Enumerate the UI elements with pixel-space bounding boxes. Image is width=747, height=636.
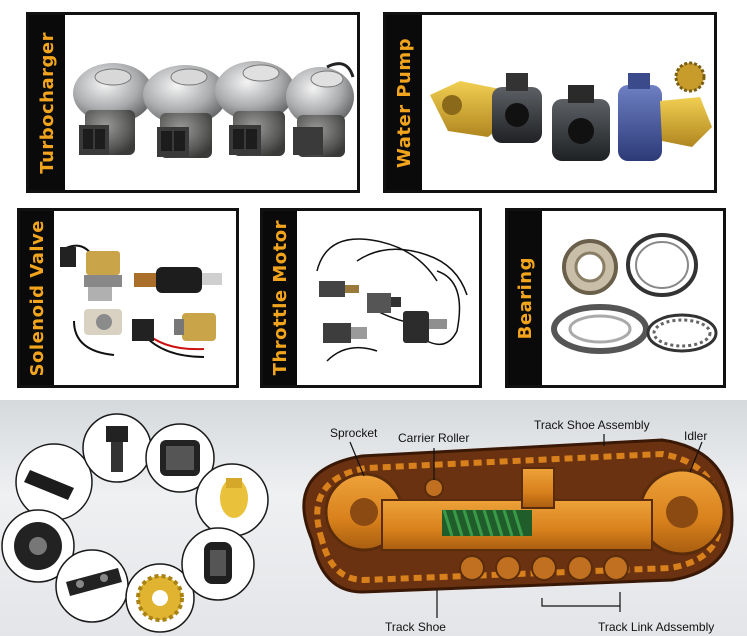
bearing-ball-ring	[646, 313, 718, 353]
part-track-roller[interactable]	[181, 527, 255, 601]
undercarriage-banner: Sprocket Carrier Roller Track Shoe Assem…	[0, 400, 747, 636]
part-sprocket-segment[interactable]	[145, 423, 215, 493]
solenoid-valve-label: Solenoid Valve	[26, 219, 48, 377]
solenoid-4	[132, 313, 216, 358]
turbocharger-image	[65, 15, 357, 190]
idler-wheel	[638, 468, 726, 556]
undercarriage-diagram: Sprocket Carrier Roller Track Shoe Assem…	[272, 400, 747, 636]
solenoid-1	[60, 244, 122, 301]
callout-sprocket: Sprocket	[330, 426, 378, 440]
solenoid-valve-label-box: Solenoid Valve	[20, 211, 54, 385]
solenoid-3	[73, 309, 122, 356]
water-pump-image	[422, 15, 714, 190]
turbo-unit-4	[286, 62, 355, 157]
part-track-chain[interactable]	[55, 549, 129, 623]
turbo-unit-3	[215, 61, 295, 156]
bearing-roller-cylinder	[562, 239, 618, 295]
water-pump-black-1	[492, 73, 542, 143]
turbo-unit-1	[73, 63, 153, 155]
throttle-motor-4	[403, 311, 447, 343]
throttle-motor-panel[interactable]: Throttle Motor	[260, 208, 482, 388]
callout-idler: Idler	[684, 429, 708, 443]
part-idler[interactable]	[1, 509, 75, 583]
bearing-panel[interactable]: Bearing	[505, 208, 726, 388]
bearing-thin-ring-1	[626, 233, 698, 297]
turbocharger-label: Turbocharger	[36, 31, 58, 174]
turbocharger-panel[interactable]: Turbocharger	[26, 12, 360, 193]
turbo-unit-2	[143, 65, 227, 158]
throttle-motor-label: Throttle Motor	[269, 220, 291, 376]
water-pump-label-box: Water Pump	[386, 15, 422, 190]
recoil-spring	[442, 509, 532, 537]
solenoid-valve-panel[interactable]: Solenoid Valve	[17, 208, 239, 388]
bearing-image	[542, 211, 723, 385]
bearing-thrust	[551, 304, 649, 354]
water-pump-panel[interactable]: Water Pump	[383, 12, 717, 193]
water-pump-black-2	[552, 85, 610, 161]
throttle-motor-image	[297, 211, 479, 385]
track-rollers	[459, 555, 629, 581]
bearing-label: Bearing	[514, 256, 536, 340]
turbocharger-label-box: Turbocharger	[29, 15, 65, 190]
part-track-link[interactable]	[15, 443, 93, 521]
solenoid-2	[134, 267, 222, 293]
solenoid-valve-image	[54, 211, 236, 385]
callout-carrier-roller: Carrier Roller	[398, 431, 470, 445]
water-pump-blue	[618, 73, 662, 161]
water-pump-label: Water Pump	[393, 37, 415, 168]
throttle-cables	[316, 238, 468, 362]
throttle-motor-2	[367, 293, 401, 313]
callout-lines	[349, 434, 703, 618]
carrier-roller-wheel	[424, 478, 444, 498]
part-sprocket[interactable]	[125, 563, 195, 633]
water-pump-yellow-left	[430, 81, 510, 137]
throttle-motor-1	[319, 281, 359, 297]
bearing-label-box: Bearing	[508, 211, 542, 385]
part-bolt[interactable]	[82, 413, 152, 483]
water-pump-yellow-right	[660, 61, 712, 147]
callout-track-shoe: Track Shoe	[385, 620, 446, 634]
callout-track-shoe-assembly: Track Shoe Assembly	[534, 418, 650, 432]
throttle-motor-label-box: Throttle Motor	[263, 211, 297, 385]
part-carrier-roller[interactable]	[195, 463, 269, 537]
undercarriage-parts-ring	[0, 400, 280, 636]
throttle-motor-3	[323, 323, 367, 343]
callout-track-link-assembly: Track Link Adssembly	[598, 620, 715, 634]
